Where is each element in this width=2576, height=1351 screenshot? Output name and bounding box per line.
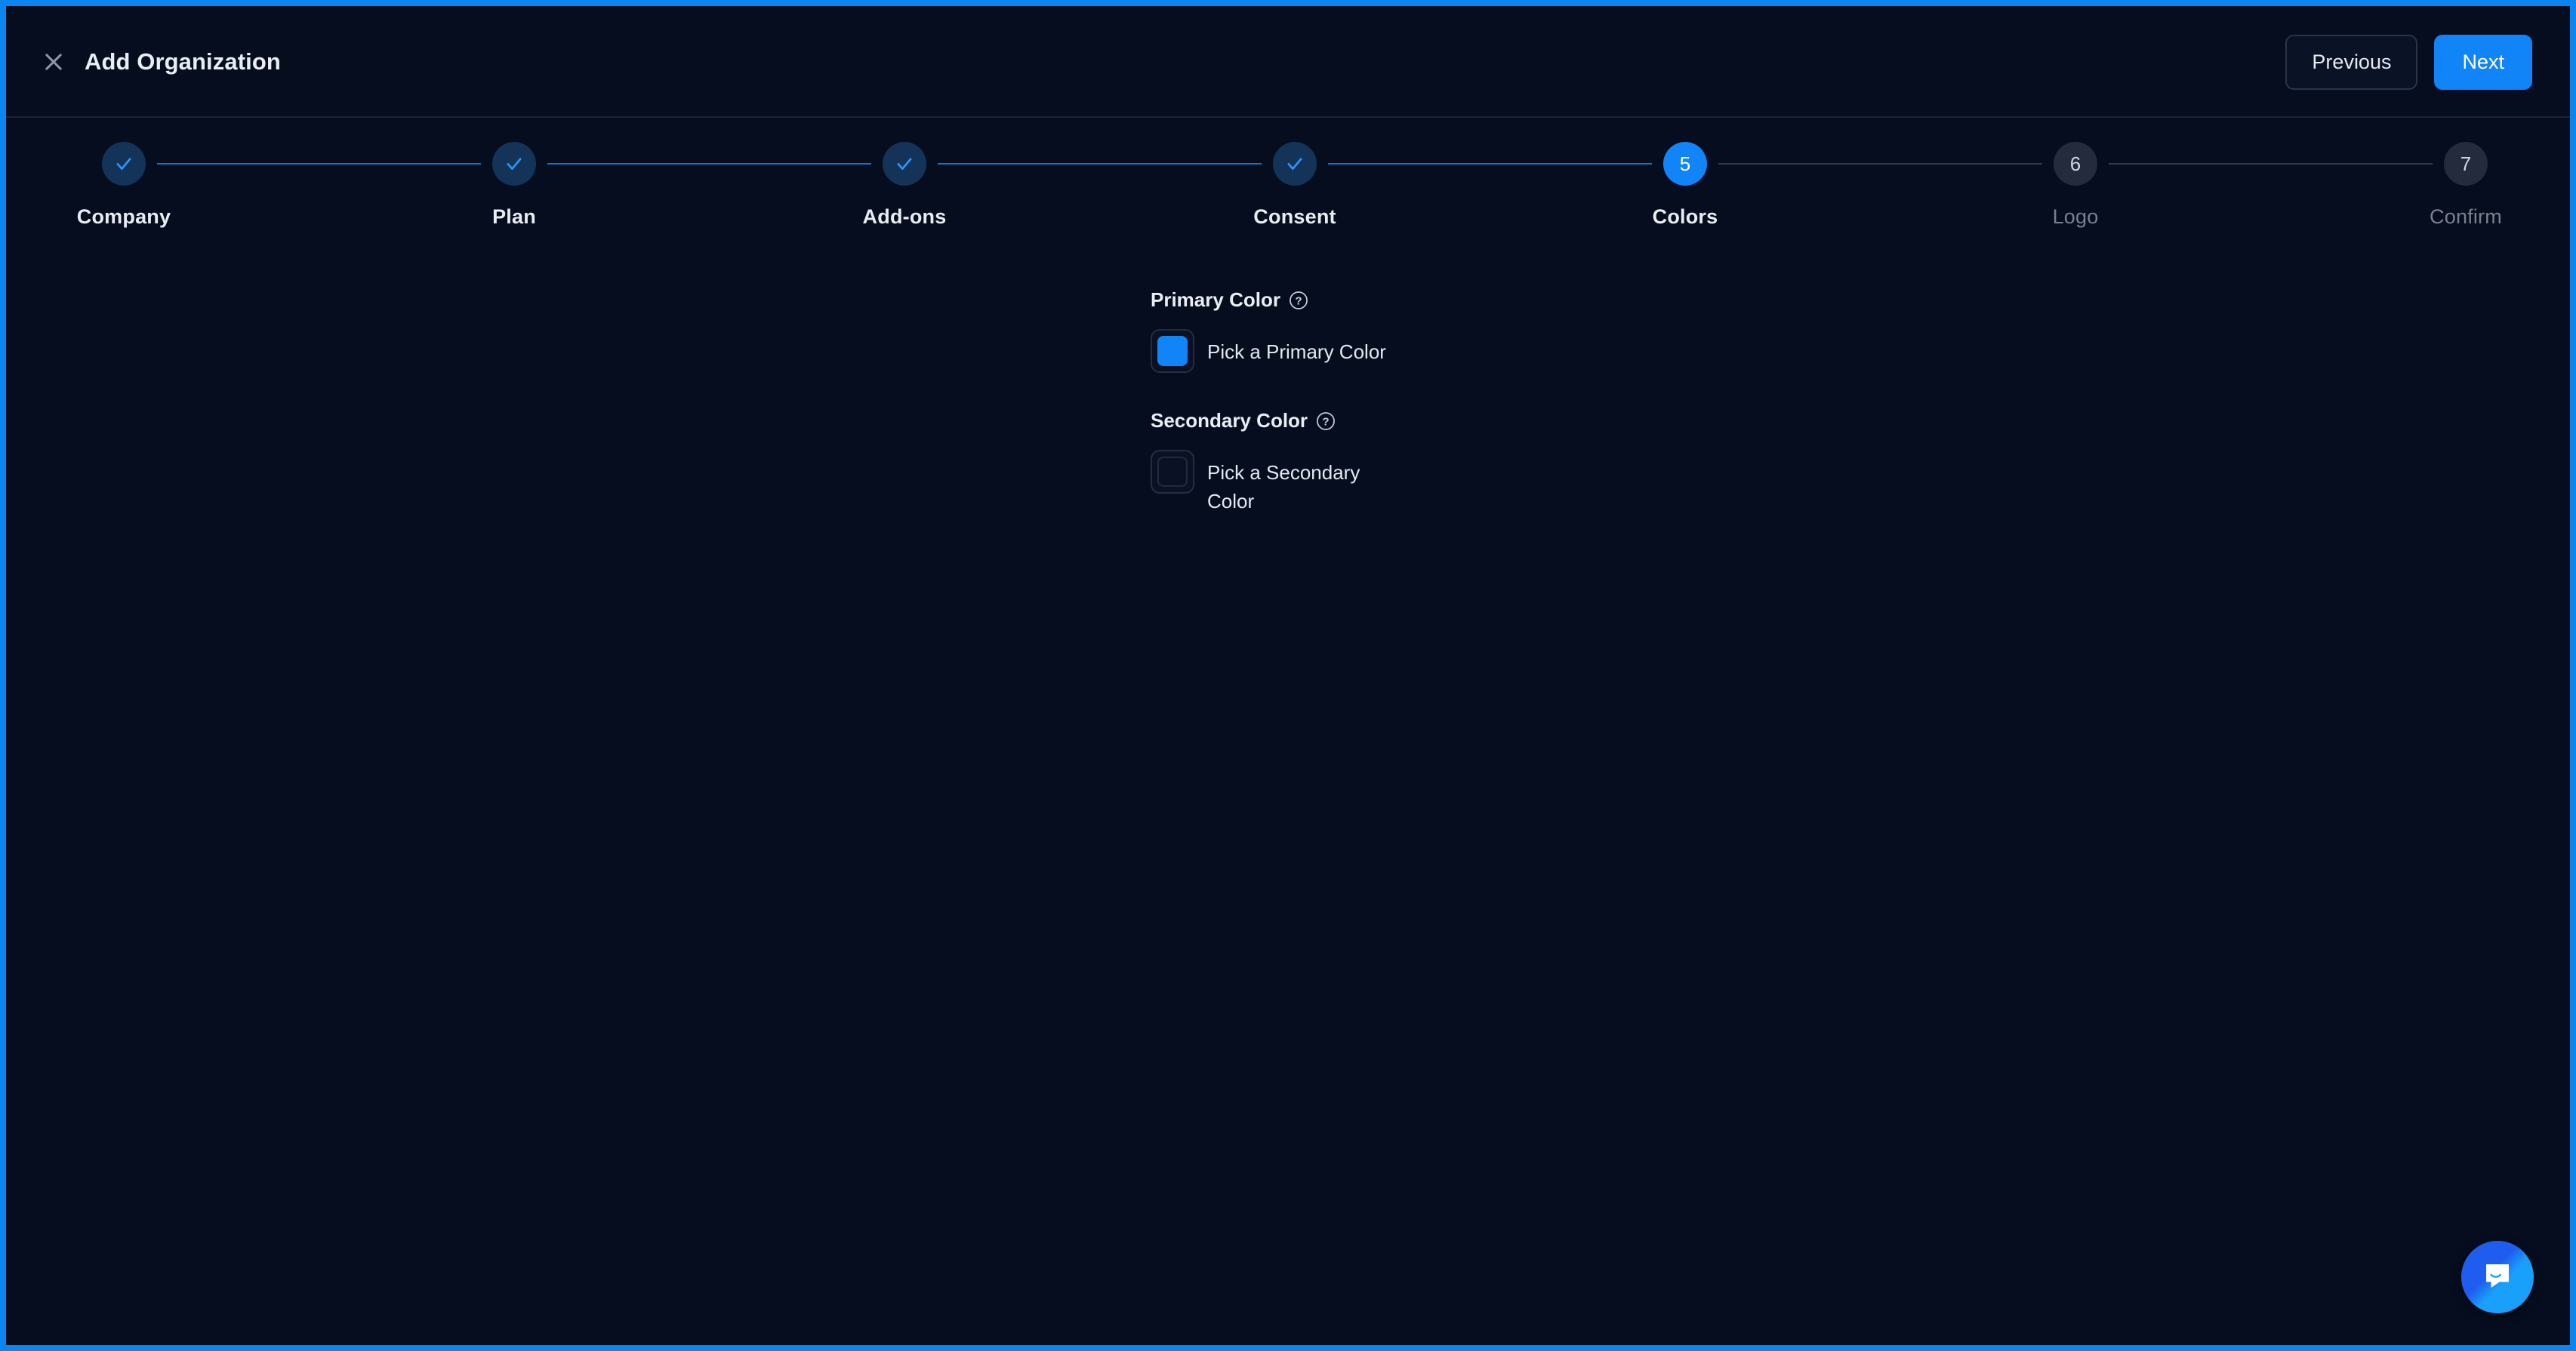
svg-text:?: ?	[1322, 415, 1329, 428]
check-icon	[492, 142, 536, 186]
step-label: Company	[76, 205, 171, 228]
header-left-group: Add Organization	[41, 6, 281, 118]
secondary-color-row: Pick a Secondary Color	[1151, 450, 1830, 515]
next-button[interactable]: Next	[2434, 34, 2532, 90]
page-title: Add Organization	[85, 48, 281, 75]
primary-color-group: Primary Color ? Pick a Primary Color	[1151, 288, 1830, 373]
modal-viewport: Add Organization Previous Next Company Pl…	[6, 6, 2570, 1345]
main-content: Primary Color ? Pick a Primary Color Sec…	[6, 252, 2570, 1343]
step-label: Add-ons	[862, 205, 947, 228]
modal-header: Add Organization Previous Next	[6, 6, 2570, 118]
check-icon	[102, 142, 146, 186]
primary-color-label-row: Primary Color ?	[1151, 288, 1830, 312]
previous-button[interactable]: Previous	[2285, 34, 2418, 90]
question-mark-circle-icon[interactable]: ?	[1316, 411, 1336, 431]
secondary-color-group: Secondary Color ? Pick a Secondary Color	[1151, 409, 1830, 515]
step-label: Confirm	[2430, 205, 2502, 228]
check-icon	[1273, 142, 1317, 186]
step-1-company[interactable]: Company	[11, 118, 237, 229]
secondary-color-caption: Pick a Secondary Color	[1207, 461, 1360, 512]
primary-color-caption: Pick a Primary Color	[1207, 340, 1386, 363]
step-label: Colors	[1652, 205, 1718, 228]
step-label: Consent	[1253, 205, 1336, 228]
header-actions: Previous Next	[2285, 6, 2532, 118]
primary-color-row: Pick a Primary Color	[1151, 329, 1830, 373]
close-icon[interactable]	[41, 49, 66, 75]
step-connector-4-5	[1328, 163, 1652, 165]
step-connector-6-7	[2109, 163, 2433, 165]
secondary-color-swatch-fill	[1157, 457, 1188, 487]
secondary-color-label: Secondary Color	[1151, 409, 1308, 432]
secondary-color-swatch[interactable]	[1151, 450, 1194, 494]
step-label: Logo	[2052, 205, 2099, 228]
primary-color-label: Primary Color	[1151, 288, 1280, 311]
step-4-consent[interactable]: Consent	[1182, 118, 1408, 229]
step-number: 7	[2444, 142, 2488, 186]
step-connector-2-3	[547, 163, 871, 165]
step-connector-1-2	[157, 163, 481, 165]
primary-color-swatch[interactable]	[1151, 329, 1194, 373]
step-connector-3-4	[938, 163, 1262, 165]
step-2-plan[interactable]: Plan	[401, 118, 627, 229]
step-3-add-ons[interactable]: Add-ons	[791, 118, 1018, 229]
step-number: 5	[1663, 142, 1707, 186]
chat-launcher-button[interactable]	[2461, 1241, 2534, 1313]
check-icon	[883, 142, 926, 186]
secondary-color-label-row: Secondary Color ?	[1151, 409, 1830, 432]
step-number: 6	[2054, 142, 2097, 186]
question-mark-circle-icon[interactable]: ?	[1289, 291, 1308, 310]
step-label: Plan	[492, 205, 536, 228]
step-connector-5-6	[1718, 163, 2042, 165]
primary-color-swatch-fill	[1157, 336, 1188, 366]
color-form: Primary Color ? Pick a Primary Color Sec…	[1151, 288, 1830, 515]
svg-text:?: ?	[1295, 294, 1302, 307]
chat-bubble-icon	[2486, 1264, 2509, 1288]
